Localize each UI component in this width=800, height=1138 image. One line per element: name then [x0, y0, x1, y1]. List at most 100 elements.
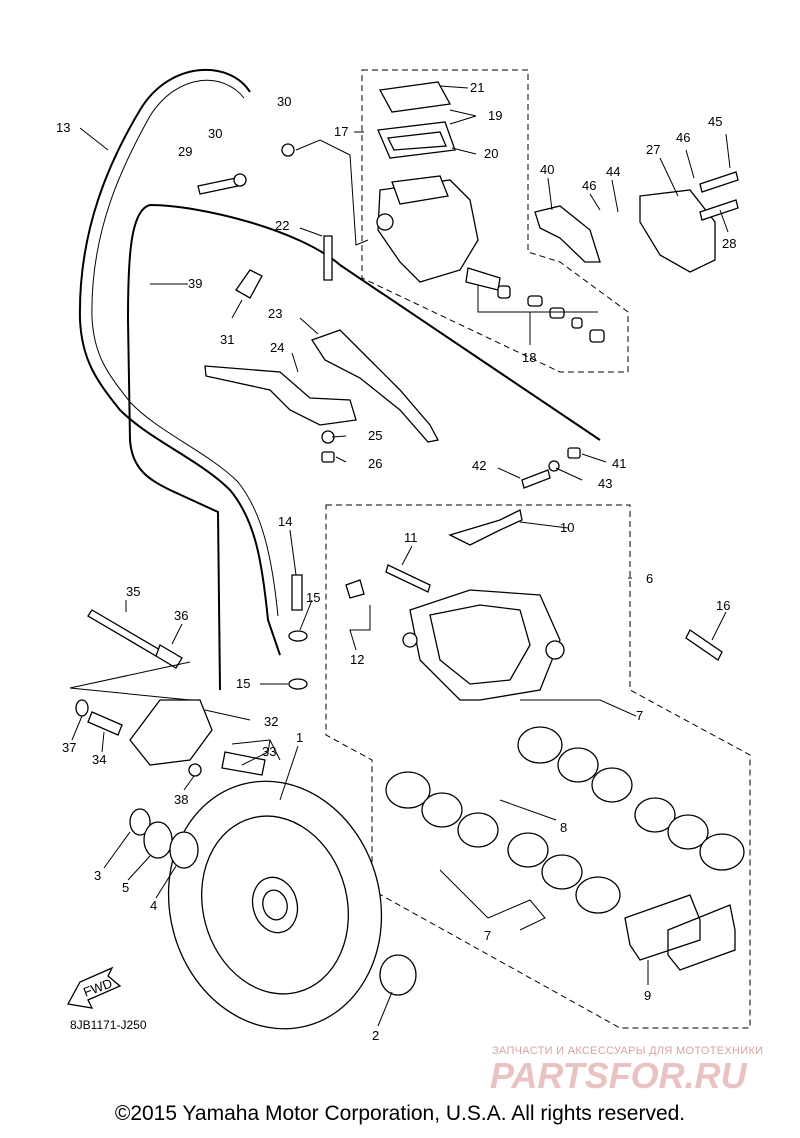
callout-44: 44	[606, 164, 620, 179]
callout-37: 37	[62, 740, 76, 755]
callout-43: 43	[598, 476, 612, 491]
callout-36: 36	[174, 608, 188, 623]
switch-31	[235, 269, 263, 299]
collar-2	[379, 954, 417, 996]
callout-22: 22	[275, 218, 289, 233]
callout-41: 41	[612, 456, 626, 471]
brake-hose-13	[78, 68, 281, 656]
callout-34: 34	[92, 752, 106, 767]
pin-34	[87, 711, 123, 736]
callout-1: 1	[296, 730, 303, 745]
bolt-45	[699, 171, 739, 193]
bolt-22	[323, 235, 333, 281]
nut-26	[321, 451, 335, 463]
washer-30a	[233, 173, 247, 187]
spring-36	[155, 644, 183, 669]
callout-24: 24	[270, 340, 284, 355]
brake-pads-9	[624, 894, 736, 971]
callout-33: 33	[262, 744, 276, 759]
callout-39: 39	[188, 276, 202, 291]
callout-16: 16	[716, 598, 730, 613]
pistons	[385, 726, 745, 914]
callout-42: 42	[472, 458, 486, 473]
callout-4: 4	[150, 898, 157, 913]
fwd-arrow-icon: FWD	[66, 966, 122, 1009]
callout-7b: 7	[484, 928, 491, 943]
callout-9: 9	[644, 988, 651, 1003]
callout-28: 28	[722, 236, 736, 251]
callout-10: 10	[560, 520, 574, 535]
washer-15a	[288, 630, 308, 642]
callout-12: 12	[350, 652, 364, 667]
callout-23: 23	[268, 306, 282, 321]
callout-26: 26	[368, 456, 382, 471]
collar-41	[567, 447, 581, 459]
bolt-16	[685, 629, 723, 661]
callout-13: 13	[56, 120, 70, 135]
rod-35	[87, 609, 161, 657]
diagram-code: 8JB1171-J250	[70, 1018, 147, 1032]
bracket-27	[639, 189, 716, 273]
callout-38: 38	[174, 792, 188, 807]
bleed-screw-12	[345, 579, 365, 599]
master-cylinder	[376, 81, 605, 343]
callout-18: 18	[522, 350, 536, 365]
callout-30a: 30	[277, 94, 291, 109]
lever-holder-24	[204, 365, 357, 426]
callout-7a: 7	[636, 708, 643, 723]
parking-bracket-32	[129, 699, 213, 766]
washer-37	[75, 699, 89, 717]
washer-15b	[288, 678, 308, 690]
circlip-3	[129, 808, 151, 836]
brake-disc	[167, 780, 383, 1030]
watermark-subtitle: ЗАПЧАСТИ И АКСЕССУАРЫ ДЛЯ МОТОТЕХНИКИ	[492, 1045, 764, 1057]
callout-14: 14	[278, 514, 292, 529]
pad-spring-10	[448, 509, 523, 546]
callout-3: 3	[94, 868, 101, 883]
washer-30b	[281, 143, 295, 157]
bolt-42	[521, 469, 551, 489]
callout-6: 6	[646, 571, 653, 586]
callout-31: 31	[220, 332, 234, 347]
callout-30b: 30	[208, 126, 222, 141]
callout-17: 17	[334, 124, 348, 139]
lever-40	[534, 205, 601, 263]
brake-lever-23	[311, 329, 439, 443]
leader-lines	[69, 85, 731, 1027]
union-bolt-14	[291, 574, 303, 611]
pin-11	[385, 564, 431, 593]
callout-8: 8	[560, 820, 567, 835]
nut-38	[188, 763, 202, 777]
callout-19: 19	[488, 108, 502, 123]
washer-4	[169, 831, 199, 869]
callouts: 13 30 30 29 21 19 17 20 22 39 31 23 24 2…	[56, 80, 736, 1043]
callout-40: 40	[540, 162, 554, 177]
callout-11: 11	[404, 530, 418, 545]
callout-27: 27	[646, 142, 660, 157]
shoe-33	[221, 751, 266, 776]
callout-5: 5	[122, 880, 129, 895]
washer-5	[143, 821, 173, 859]
callout-35: 35	[126, 584, 140, 599]
washer-43	[548, 460, 560, 472]
callout-15b: 15	[236, 676, 250, 691]
callout-46b: 46	[676, 130, 690, 145]
bolt-29	[197, 177, 239, 195]
watermark-logo: PARTSFOR.RU	[490, 1055, 748, 1096]
callout-32: 32	[264, 714, 278, 729]
callout-45: 45	[708, 114, 722, 129]
callout-29: 29	[178, 144, 192, 159]
brake-hose-13-inner	[91, 79, 279, 617]
bolt-28	[699, 199, 739, 221]
callout-21: 21	[470, 80, 484, 95]
master-cylinder-box	[361, 69, 629, 373]
copyright-notice: ©2015 Yamaha Motor Corporation, U.S.A. A…	[114, 1102, 686, 1125]
callout-46a: 46	[582, 178, 596, 193]
caliper	[402, 589, 565, 701]
callout-15a: 15	[306, 590, 320, 605]
callout-20: 20	[484, 146, 498, 161]
brake-cable-39	[126, 203, 601, 691]
callout-25: 25	[368, 428, 382, 443]
callout-2: 2	[372, 1028, 379, 1043]
